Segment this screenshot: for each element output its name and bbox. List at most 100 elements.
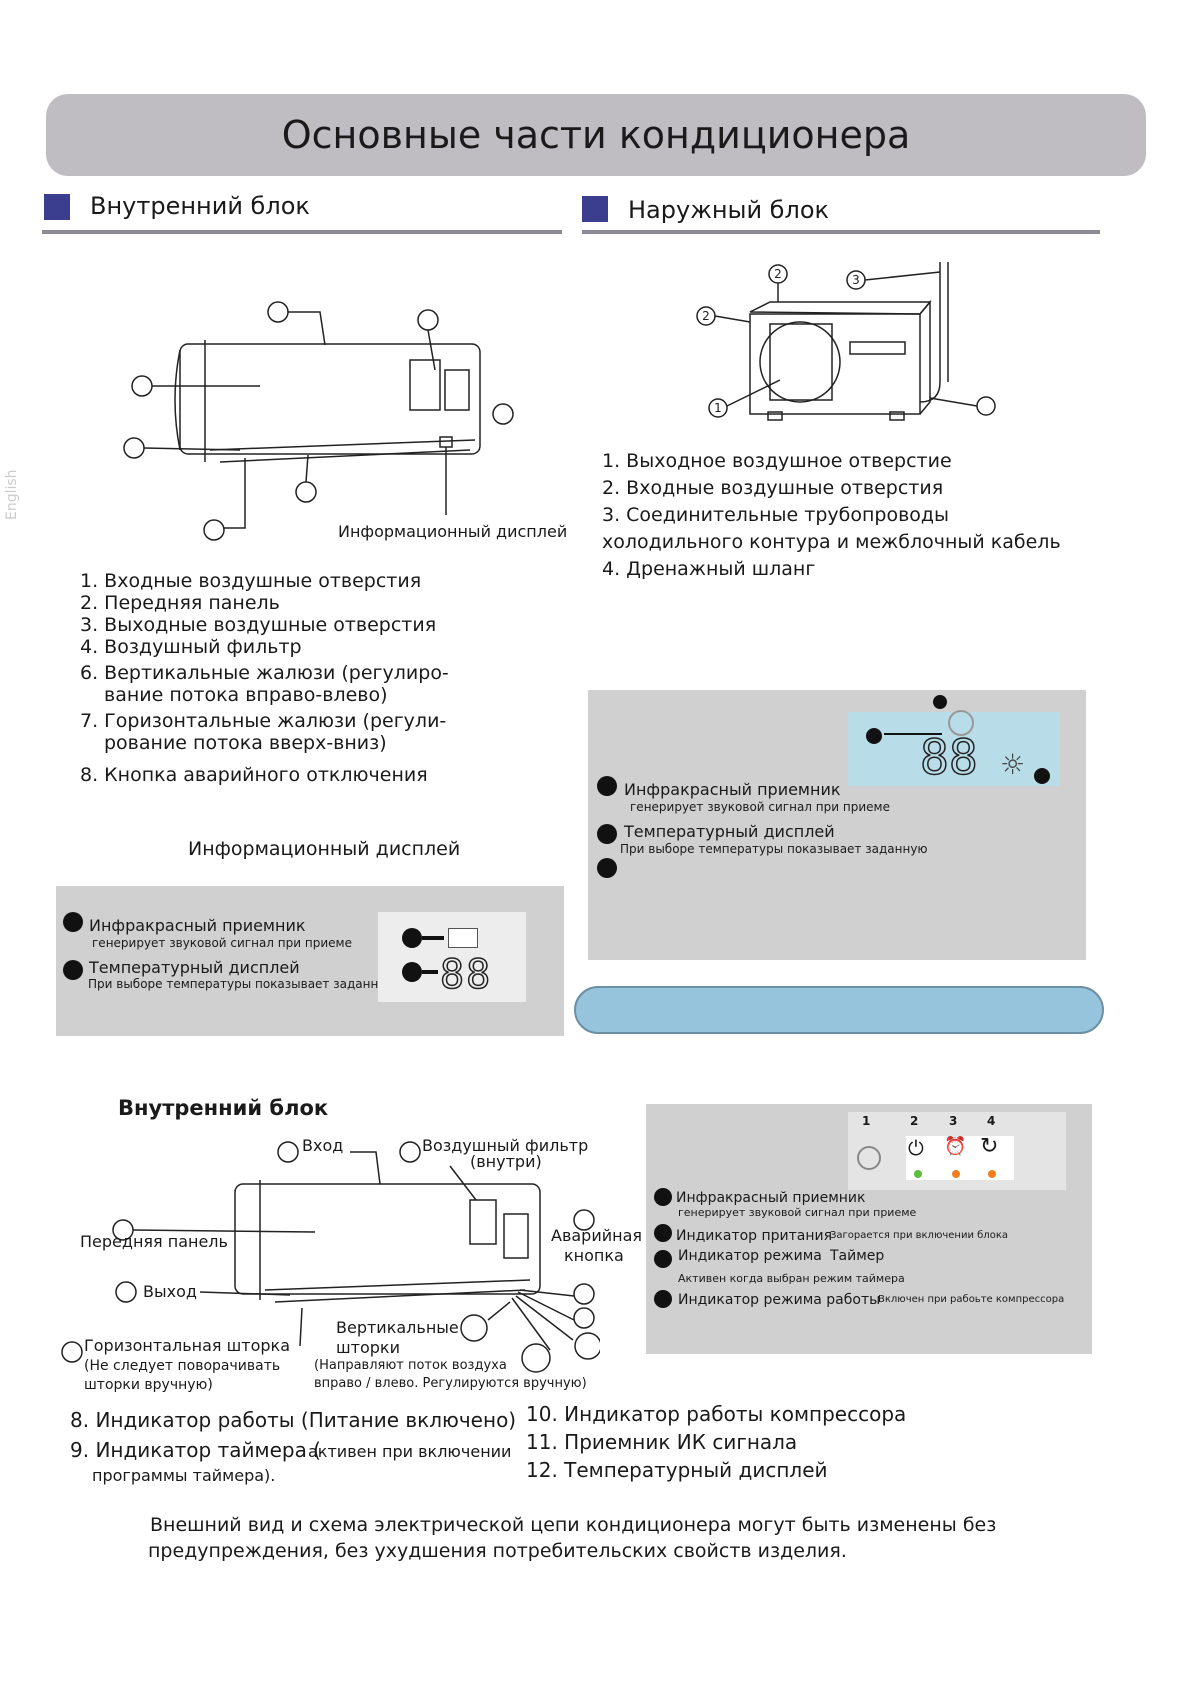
section-marker [44, 194, 70, 220]
list-item: 2. Входные воздушные отверстия [602, 477, 944, 499]
marker-dot [933, 695, 947, 709]
display-caption: Информационный дисплей [338, 522, 568, 541]
list-item: 3. Соединительные трубопроводы [602, 504, 950, 526]
indoor-unit-diagram [123, 301, 514, 541]
callout-label: 3 [852, 273, 860, 287]
temp-digits: 88 [919, 729, 978, 787]
ir-sub: генерирует звуковой сигнал при приеме [92, 936, 352, 950]
ir-window [948, 710, 974, 736]
work-sub: Включен при рабоьте компрессора [878, 1294, 1065, 1305]
label-horiz: Горизонтальная шторка [84, 1336, 290, 1355]
compressor-led [988, 1170, 996, 1178]
outdoor-rule [582, 230, 1100, 234]
list-item: 3. Выходные воздушные отверстия [80, 614, 437, 636]
list-item: 4. Дренажный шланг [602, 558, 816, 580]
label-horiz-note: шторки вручную) [84, 1377, 213, 1393]
marker-dot [597, 858, 617, 878]
temp-label: Температурный дисплей [89, 958, 300, 977]
list-item: 8. Индикатор работы (Питание включено) [70, 1408, 517, 1432]
list-item: 1. Входные воздушные отверстия [80, 570, 422, 592]
page-title: Основные части кондиционера [281, 113, 911, 157]
mode-label: Индикатор режима [678, 1248, 822, 1264]
list-item: холодильного контура и межблочный кабель [602, 531, 1061, 553]
ir-sub: генерирует звуковой сигнал при приеме [630, 800, 890, 814]
cycle-icon: ↻ [980, 1134, 999, 1159]
label-vert: Вертикальные [336, 1318, 459, 1337]
callout-label: 1 [714, 401, 722, 415]
label-out: Выход [143, 1282, 197, 1301]
marker-dot [654, 1250, 672, 1268]
icon-strip [906, 1136, 1014, 1180]
marker-dot [654, 1290, 672, 1308]
timer-led [952, 1170, 960, 1178]
power-icon: ⏻ [908, 1136, 924, 1160]
list-item: 11. Приемник ИК сигнала [526, 1430, 798, 1454]
indicator-number: 3 [949, 1114, 958, 1128]
list-item: 10. Индикатор работы компрессора [526, 1402, 907, 1426]
title-bar [46, 94, 1146, 176]
side-language-tab: English [4, 469, 20, 520]
outdoor-parts-list: 1. Выходное воздушное отверстие 2. Входн… [602, 448, 1061, 583]
temp-digits: 88 [439, 951, 493, 999]
marker-dot [63, 912, 83, 932]
marker-dot [402, 928, 422, 948]
ir-window [448, 928, 478, 948]
list-item: 7. Горизонтальные жалюзи (регули- [80, 710, 447, 732]
footer-note: Внешний вид и схема электрической цепи к… [150, 1514, 997, 1536]
power-led [914, 1170, 922, 1178]
indoor2-unit-diagram [61, 1141, 600, 1373]
label-emergency: кнопка [564, 1246, 624, 1265]
power-sub: Загорается при включении блока [830, 1230, 1008, 1241]
ir-label: Инфракрасный приемник [676, 1190, 866, 1206]
label-vhod: Вход [302, 1136, 344, 1155]
indicator-number: 4 [987, 1114, 996, 1128]
list-item-note: активен при включении [308, 1442, 512, 1461]
marker-dot [654, 1224, 672, 1242]
blue-banner [574, 986, 1104, 1034]
marker-dot [1034, 768, 1050, 784]
marker-dot [63, 960, 83, 980]
marker-dot [597, 776, 617, 796]
indoor-rule [42, 230, 562, 234]
label-filter: Воздушный фильтр [422, 1136, 589, 1155]
indoor-heading: Внутренний блок [90, 192, 310, 220]
ir-window [857, 1146, 881, 1170]
temp-sub: При выборе температуры показывает заданн… [620, 842, 928, 856]
list-item: 6. Вертикальные жалюзи (регулиро- [80, 662, 449, 684]
list-item: рование потока вверх-вниз) [104, 732, 387, 754]
callout-label: 2 [774, 267, 782, 281]
display-lcd-box [378, 912, 526, 1002]
ir-label: Инфракрасный приемник [624, 780, 841, 799]
label-vert-note: (Направляют поток воздуха [314, 1358, 507, 1373]
marker-dot [866, 728, 882, 744]
ir-sub: генерирует звуковой сигнал при приеме [678, 1206, 917, 1219]
label-horiz-note: (Не следует поворачивать [84, 1358, 281, 1374]
label-vert: шторки [336, 1338, 400, 1357]
ir-label: Инфракрасный приемник [89, 916, 306, 935]
leader-line [884, 733, 942, 735]
list-item: 2. Передняя панель [80, 592, 280, 614]
indicator-number: 2 [910, 1114, 919, 1128]
leader-line [422, 970, 438, 974]
sun-icon: ☼ [1000, 748, 1026, 781]
leader-line [422, 936, 444, 940]
outdoor-heading: Наружный блок [628, 196, 829, 224]
label-emergency: Аварийная [551, 1226, 643, 1245]
label-vert-note: вправо / влево. Регулируются вручную) [314, 1376, 587, 1391]
label-front: Передняя панель [80, 1232, 228, 1251]
mode-sub: Активен когда выбран режим таймера [678, 1272, 905, 1285]
outdoor-unit-diagram: 2 3 2 1 [696, 262, 996, 421]
list-item: 4. Воздушный фильтр [80, 636, 302, 658]
list-item-note: программы таймера). [92, 1466, 276, 1485]
callout-label: 2 [702, 309, 710, 323]
marker-dot [402, 962, 422, 982]
list-item: 1. Выходное воздушное отверстие [602, 450, 952, 472]
indoor-parts-list: 1. Входные воздушные отверстия 2. Передн… [80, 570, 449, 786]
timer-icon: ⏰ [944, 1136, 967, 1157]
mode-value: Таймер [830, 1248, 885, 1264]
list-item: 8. Кнопка аварийного отключения [80, 764, 428, 786]
indoor2-heading: Внутренний блок [118, 1096, 329, 1120]
indicator-number: 1 [862, 1114, 871, 1128]
list-item: 9. Индикатор таймера ( [70, 1438, 321, 1462]
label-filter-sub: (внутри) [470, 1152, 542, 1171]
